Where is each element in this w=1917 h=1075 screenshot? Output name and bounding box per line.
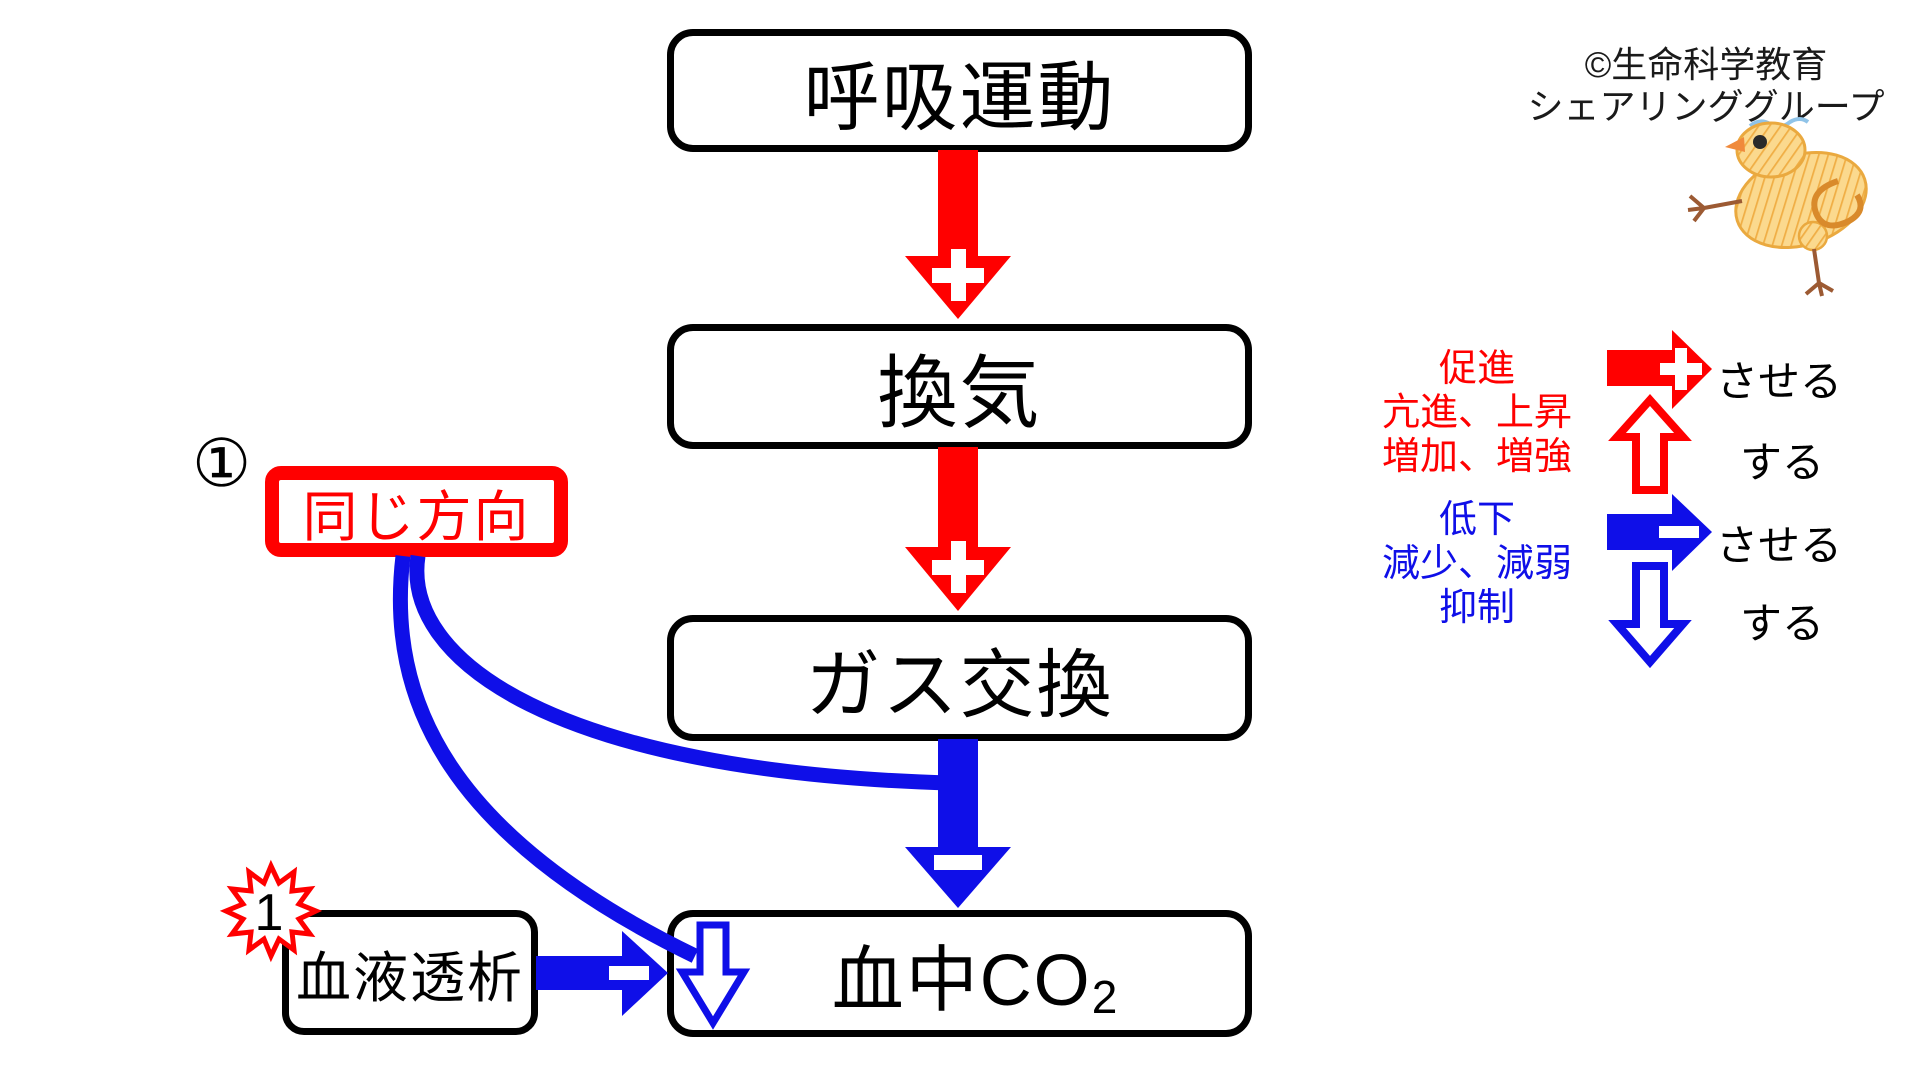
legend-decrease-outline-label: する [1740,600,1825,647]
same-direction-box: 同じ方向 [265,466,568,557]
plus-icon [1660,348,1702,390]
copyright-line-2: シェアリンググループ [1527,86,1885,127]
chick-front-leg [1804,248,1834,297]
breathing-motion-box: 呼吸運動 [667,29,1252,152]
legend-increase-solid-label: させる [1716,358,1843,405]
arrow-head [1672,494,1712,571]
same-direction-label: 同じ方向 [302,485,531,548]
legend-promote-outline-arrow [1608,393,1692,494]
suppress-arrow-gas-to-co2 [905,739,1011,908]
gas-exchange-label: ガス交換 [805,642,1114,727]
arrow-head [1672,330,1712,409]
promote-arrow-breathing-to-ventilation [905,150,1011,319]
legend-increase-terms: 促進 亢進、上昇 増加、増強 [1368,347,1586,479]
legend-decrease-line-1: 低下 [1438,499,1515,541]
arrow-head [905,256,1011,319]
chick-head [1735,121,1807,179]
ventilation-box: 換気 [667,324,1252,449]
ventilation-label: 換気 [877,348,1042,438]
arrow-head [905,547,1011,611]
legend-increase-outline-label: する [1740,439,1825,486]
arrow-shaft [938,150,978,258]
plus-icon [932,541,984,593]
hemodialysis-label: 血液透析 [295,946,524,1009]
arrow-shaft [1607,514,1673,550]
minus-icon [1659,526,1699,538]
breathing-motion-label: 呼吸運動 [803,55,1116,141]
chick-body [1734,150,1868,250]
minus-icon [934,855,982,870]
arrow-shaft [536,956,624,990]
legend-decrease-terms: 低下 減少、減弱 抑制 [1368,498,1586,630]
gas-exchange-box: ガス交換 [667,615,1252,741]
legend-promote-solid-arrow [1607,330,1712,409]
minus-icon [609,966,649,980]
blood-co2-subscript: 2 [1091,971,1118,1023]
legend-increase-line-3: 増加、増強 [1381,436,1572,478]
curve-to-co2-arrow [392,555,699,963]
arrow-shaft [938,447,978,549]
legend-decrease-line-3: 抑制 [1438,587,1515,629]
legend-decrease-solid-label: させる [1716,522,1843,569]
legend-suppress-solid-arrow [1607,494,1712,571]
legend-suppress-outline-arrow [1608,562,1692,669]
legend-increase-line-1: 促進 [1438,348,1515,390]
chick-eye [1753,135,1767,149]
blood-co2-label: 血中CO [831,941,1092,1021]
arrow-head [622,931,668,1016]
hemodialysis-box: 血液透析 [282,910,538,1035]
suppress-arrow-hemodialysis-to-co2 [536,931,668,1016]
plus-icon [932,249,984,301]
chick-beak [1725,137,1745,152]
legend-increase-line-2: 亢進、上昇 [1381,392,1572,434]
chick-back-leg [1687,194,1743,223]
chick-illustration [1687,117,1868,297]
arrow-head [905,847,1011,908]
copyright-line-1: ©生命科学教育 [1584,44,1828,85]
arrow-shaft [938,739,978,849]
starburst-number: 1 [255,884,284,942]
arrow-shaft [1607,350,1673,386]
copyright-credit: ©生命科学教育 シェアリンググループ [1500,44,1912,128]
chick-tail [1797,220,1829,252]
blood-co2-box: 血中CO 2 [667,910,1252,1037]
promote-arrow-ventilation-to-gas [905,447,1011,611]
legend-decrease-line-2: 減少、減弱 [1381,543,1572,585]
chick-wing [1811,178,1864,229]
circled-number-1: ① [192,426,252,500]
